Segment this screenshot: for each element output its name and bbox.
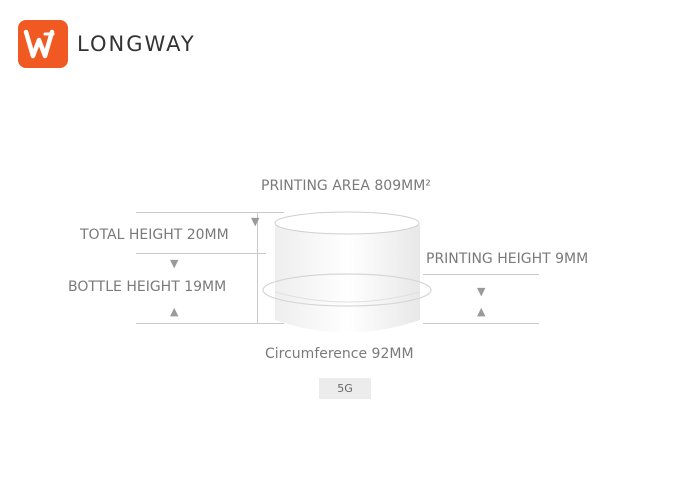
arrow-up-icon: ▲ (170, 305, 179, 318)
printing-bottom-line (423, 323, 539, 324)
baseline-line (136, 323, 284, 324)
capacity-badge: 5G (319, 378, 371, 399)
bottle-height-label: BOTTLE HEIGHT 19MM (68, 279, 227, 295)
arrow-up-icon: ▲ (477, 305, 486, 318)
circumference-label: Circumference 92MM (265, 346, 414, 362)
printing-height-label: PRINTING HEIGHT 9MM (426, 251, 589, 267)
brand-name: LONGWAY (77, 32, 196, 56)
total-height-label: TOTAL HEIGHT 20MM (80, 227, 229, 243)
arrow-down-icon: ▼ (251, 215, 260, 228)
printing-top-line (423, 274, 539, 275)
total-height-line-mid (136, 253, 266, 254)
arrow-down-icon: ▼ (170, 257, 179, 270)
jar-illustration (262, 211, 432, 333)
arrow-down-icon: ▼ (477, 285, 486, 298)
total-height-top-line (136, 212, 284, 213)
brand-logo: LONGWAY (18, 20, 196, 68)
logo-w-icon (18, 20, 68, 68)
printing-area-label: PRINTING AREA 809MM² (261, 178, 431, 194)
vertical-dimension-line (257, 212, 258, 324)
